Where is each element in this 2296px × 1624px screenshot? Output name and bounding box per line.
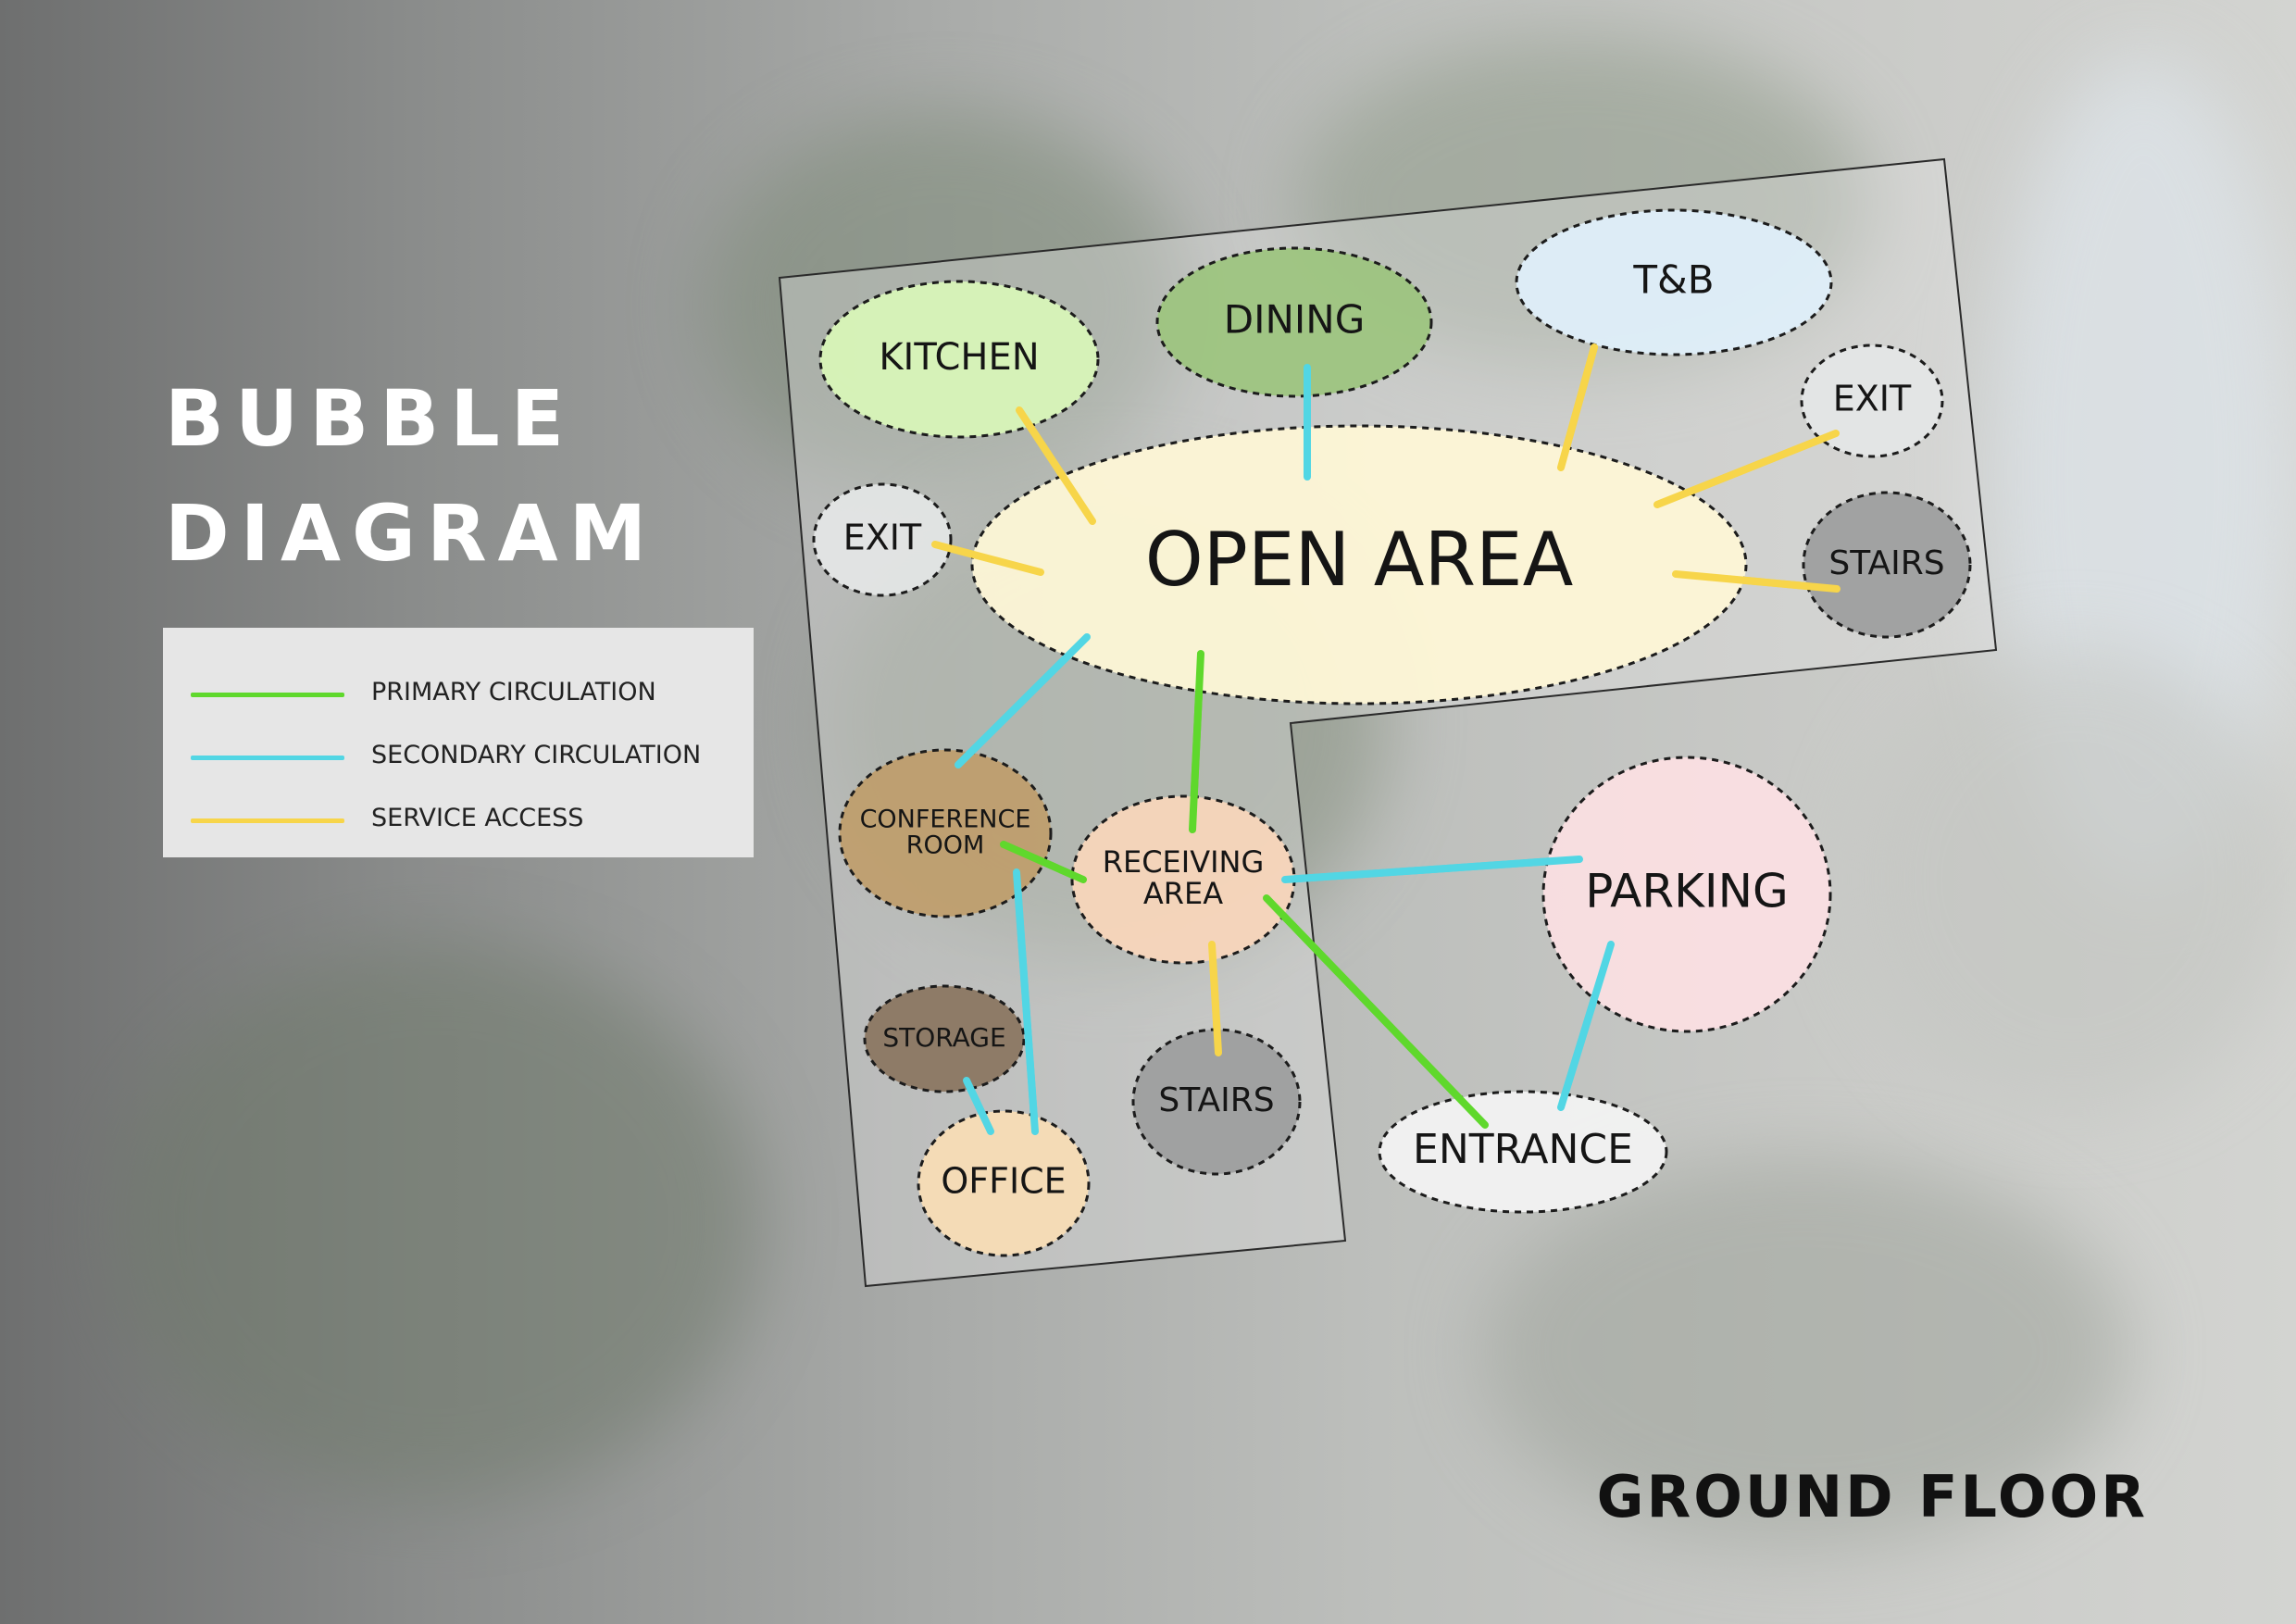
bubble-label-tb: T&B <box>1632 257 1714 303</box>
bubble-label-conference-room: CONFERENCE <box>860 805 1031 833</box>
bubble-label-receiving-area: AREA <box>1143 876 1223 911</box>
bubble-label-conference-room: ROOM <box>906 831 985 860</box>
connection-secondary-receiving-area-parking-overlay <box>1285 859 1579 880</box>
bubble-label-open-area: OPEN AREA <box>1145 517 1574 603</box>
bubble-label-dining: DINING <box>1224 297 1366 343</box>
bubble-label-office: OFFICE <box>941 1161 1066 1202</box>
bubble-label-exit-right: EXIT <box>1833 379 1912 419</box>
bubble-label-storage: STORAGE <box>882 1022 1005 1053</box>
bubble-label-stairs-lower: STAIRS <box>1158 1081 1274 1119</box>
bubble-label-receiving-area: RECEIVING <box>1103 844 1265 880</box>
bubble-label-stairs-upper: STAIRS <box>1828 544 1944 582</box>
bubble-label-parking: PARKING <box>1585 865 1789 918</box>
bubble-label-kitchen: KITCHEN <box>879 336 1039 379</box>
bubble-label-exit-left: EXIT <box>843 518 922 558</box>
bubble-label-entrance: ENTRANCE <box>1413 1126 1633 1173</box>
floor-label: GROUND FLOOR <box>1592 1463 2148 1530</box>
